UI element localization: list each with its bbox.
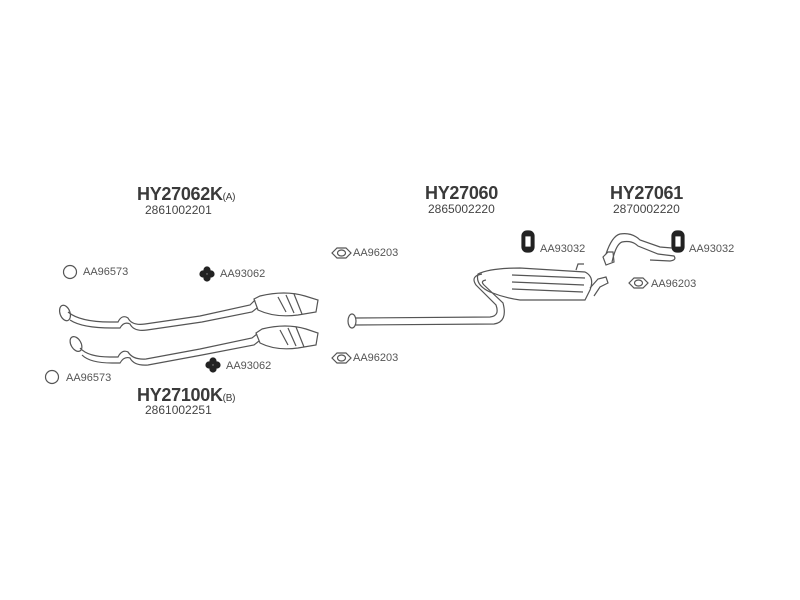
- variant-suffix: (A): [222, 192, 236, 203]
- ring-gasket-icon: [62, 264, 78, 280]
- variant-suffix: (B): [222, 393, 236, 404]
- part-code-title: HY27100K(B): [137, 385, 235, 406]
- rubber-mount-icon: [205, 357, 221, 373]
- flange-gasket-icon: [628, 277, 649, 289]
- part-label: AA96203: [353, 247, 399, 259]
- part-label: AA96573: [83, 266, 129, 278]
- flange-gasket-icon: [331, 352, 352, 364]
- part-code-title: HY27060: [425, 183, 498, 203]
- tail-pipe: [602, 233, 676, 266]
- part-code-title: HY27061: [610, 183, 683, 203]
- front-pipe-a: [58, 292, 319, 331]
- ring-gasket-icon: [44, 369, 60, 385]
- oem-number: 2861002251: [145, 403, 212, 417]
- part-code: HY27062K: [137, 184, 223, 204]
- hanger-icon: [521, 230, 535, 253]
- part-label: AA93062: [226, 360, 272, 372]
- part-code-title: HY27062K(A): [137, 184, 235, 205]
- front-pipe-b: [69, 325, 319, 366]
- oem-number: 2861002201: [145, 203, 212, 217]
- part-label: AA93062: [220, 268, 266, 280]
- part-label: AA96203: [353, 352, 399, 364]
- part-label: AA93032: [540, 243, 586, 255]
- part-label: AA96573: [66, 372, 112, 384]
- part-code: HY27100K: [137, 385, 223, 405]
- part-label: AA93032: [689, 243, 735, 255]
- oem-number: 2865002220: [428, 202, 495, 216]
- hanger-icon: [671, 230, 685, 253]
- oem-number: 2870002220: [613, 202, 680, 216]
- part-label: AA96203: [651, 278, 697, 290]
- rear-muffler-assembly: [347, 263, 609, 329]
- rubber-mount-icon: [199, 266, 215, 282]
- flange-gasket-icon: [331, 247, 352, 259]
